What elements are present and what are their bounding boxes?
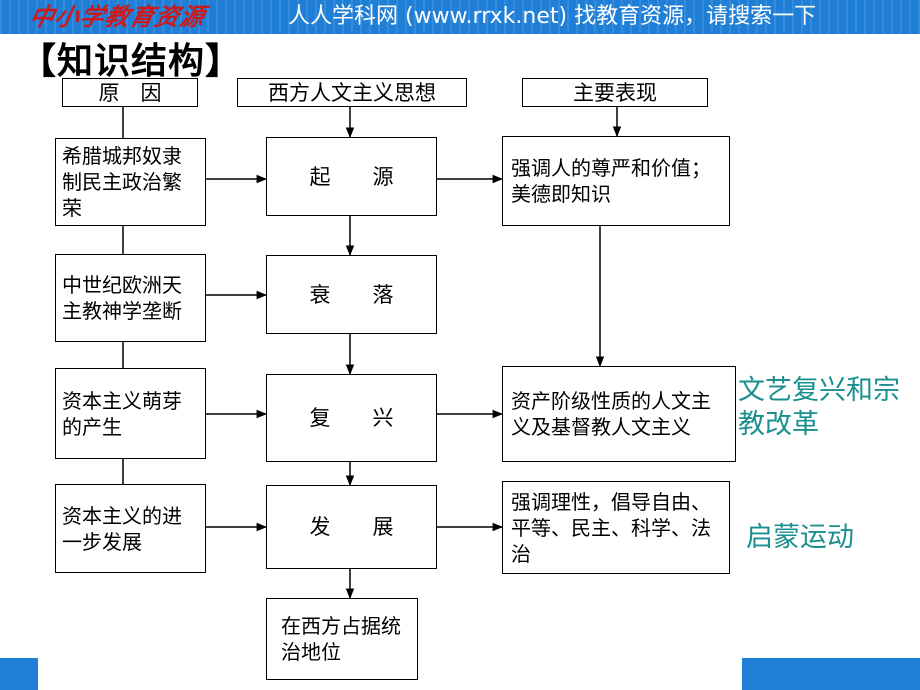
cause-text-4: 资本主义的进一步发展 bbox=[62, 503, 182, 554]
header-expression: 主要表现 bbox=[522, 78, 708, 107]
note-enlightenment: 启蒙运动 bbox=[746, 522, 854, 553]
banner-text: 人人学科网 (www.rrxk.net) 找教育资源，请搜索一下 bbox=[288, 4, 817, 29]
cause-text-3: 资本主义萌芽的产生 bbox=[62, 388, 182, 439]
top-banner: 中小学教育资源 人人学科网 (www.rrxk.net) 找教育资源，请搜索一下 bbox=[0, 0, 920, 34]
expression-text-1: 强调人的尊严和价值；美德即知识 bbox=[511, 156, 711, 206]
expression-text-3: 强调理性，倡导自由、平等、民主、科学、法治 bbox=[511, 489, 711, 566]
corner-decoration-right bbox=[742, 658, 920, 690]
cause-box-3: 资本主义萌芽的产生 bbox=[55, 368, 206, 459]
header-cause: 原 因 bbox=[62, 78, 198, 107]
expression-box-2: 资产阶级性质的人文主义及基督教人文主义 bbox=[502, 366, 736, 462]
stage-revival: 复 兴 bbox=[266, 374, 437, 462]
expression-text-2: 资产阶级性质的人文主义及基督教人文主义 bbox=[511, 389, 711, 439]
cause-text-1: 希腊城邦奴隶制民主政治繁荣 bbox=[62, 144, 182, 220]
cause-box-2: 中世纪欧洲天主教神学垄断 bbox=[55, 254, 206, 342]
stage-decline: 衰 落 bbox=[266, 255, 437, 334]
cause-box-4: 资本主义的进一步发展 bbox=[55, 484, 206, 573]
expression-box-3: 强调理性，倡导自由、平等、民主、科学、法治 bbox=[502, 481, 730, 574]
corner-decoration-left bbox=[0, 658, 38, 690]
stage-dominance-text: 在西方占据统治地位 bbox=[281, 614, 401, 664]
expression-box-1: 强调人的尊严和价值；美德即知识 bbox=[502, 136, 730, 226]
header-thought: 西方人文主义思想 bbox=[237, 78, 467, 107]
stage-development: 发 展 bbox=[266, 485, 437, 569]
note-renaissance: 文艺复兴和宗教改革 bbox=[738, 375, 900, 440]
stage-dominance: 在西方占据统治地位 bbox=[266, 598, 418, 680]
cause-box-1: 希腊城邦奴隶制民主政治繁荣 bbox=[55, 138, 206, 226]
page-title: 【知识结构】 bbox=[20, 41, 243, 82]
stage-origin: 起 源 bbox=[266, 137, 437, 216]
cause-text-2: 中世纪欧洲天主教神学垄断 bbox=[62, 273, 182, 323]
